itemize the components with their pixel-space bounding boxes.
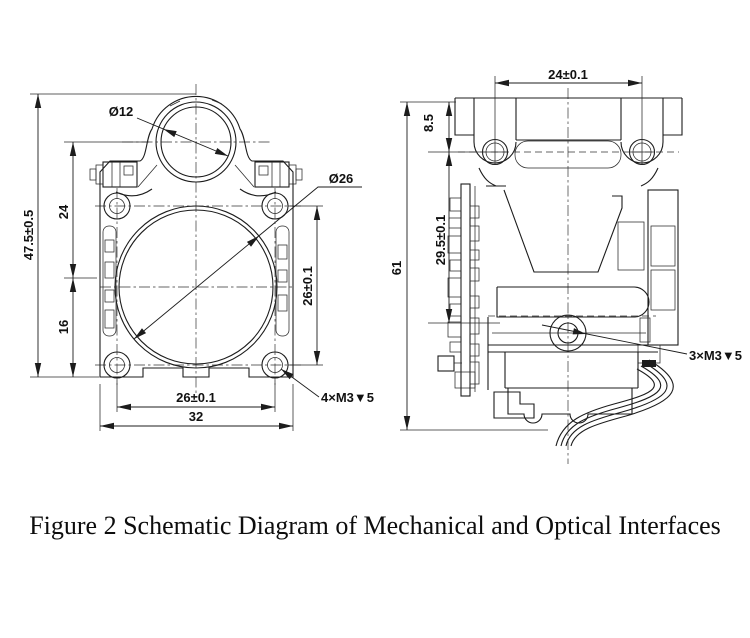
main-lens-inner [118, 209, 274, 365]
figure-caption: Figure 2 Schematic Diagram of Mechanical… [29, 511, 721, 540]
front-main-lens [114, 205, 278, 369]
main-lens-outer [114, 205, 278, 369]
side-base-block [487, 317, 658, 424]
front-right-connector [254, 161, 303, 188]
front-lens-barrel [155, 99, 237, 183]
front-centerlines [95, 84, 301, 398]
front-dimensions: 47.5±0.5 24 16 26±0.1 26±0.1 32 Ø12 Ø26 … [21, 93, 374, 431]
dim-hole-spacing-vertical: 26±0.1 [300, 266, 315, 306]
top-lens-ring [155, 101, 237, 183]
side-pcb [437, 183, 535, 419]
label-top-lens-diameter: Ø12 [109, 104, 134, 119]
top-lens-circle [160, 106, 232, 178]
dim-top-to-hole: 8.5 [421, 114, 436, 132]
dim-hole-to-base: 29.5±0.1 [433, 215, 448, 266]
dim-overall-height-side: 61 [389, 261, 404, 275]
side-mounting-holes [458, 138, 679, 187]
dim-overall-height-front: 47.5±0.5 [21, 210, 36, 261]
label-screw-callout-front: 4×M3▼5 [321, 390, 374, 405]
side-top-plate [454, 97, 683, 169]
front-view: 47.5±0.5 24 16 26±0.1 26±0.1 32 Ø12 Ø26 … [21, 84, 374, 431]
dim-hole-spacing-side: 24±0.1 [548, 67, 588, 82]
dim-lower-offset: 16 [56, 320, 71, 334]
front-side-slots [102, 225, 290, 337]
side-right-wall [637, 189, 679, 367]
dim-hole-spacing-horizontal: 26±0.1 [176, 390, 216, 405]
dim-overall-width: 32 [189, 409, 203, 424]
side-cable-bundle [555, 359, 674, 447]
side-dimensions: 24±0.1 8.5 29.5±0.1 61 3×M3▼5 [389, 67, 742, 431]
side-view: 24±0.1 8.5 29.5±0.1 61 3×M3▼5 [389, 67, 742, 464]
front-left-connector [89, 161, 138, 188]
dim-upper-offset: 24 [56, 204, 71, 219]
label-main-lens-diameter: Ø26 [329, 171, 354, 186]
side-left-connector [437, 355, 455, 372]
side-lens-cone [486, 185, 656, 334]
label-screw-callout-side: 3×M3▼5 [689, 348, 742, 363]
